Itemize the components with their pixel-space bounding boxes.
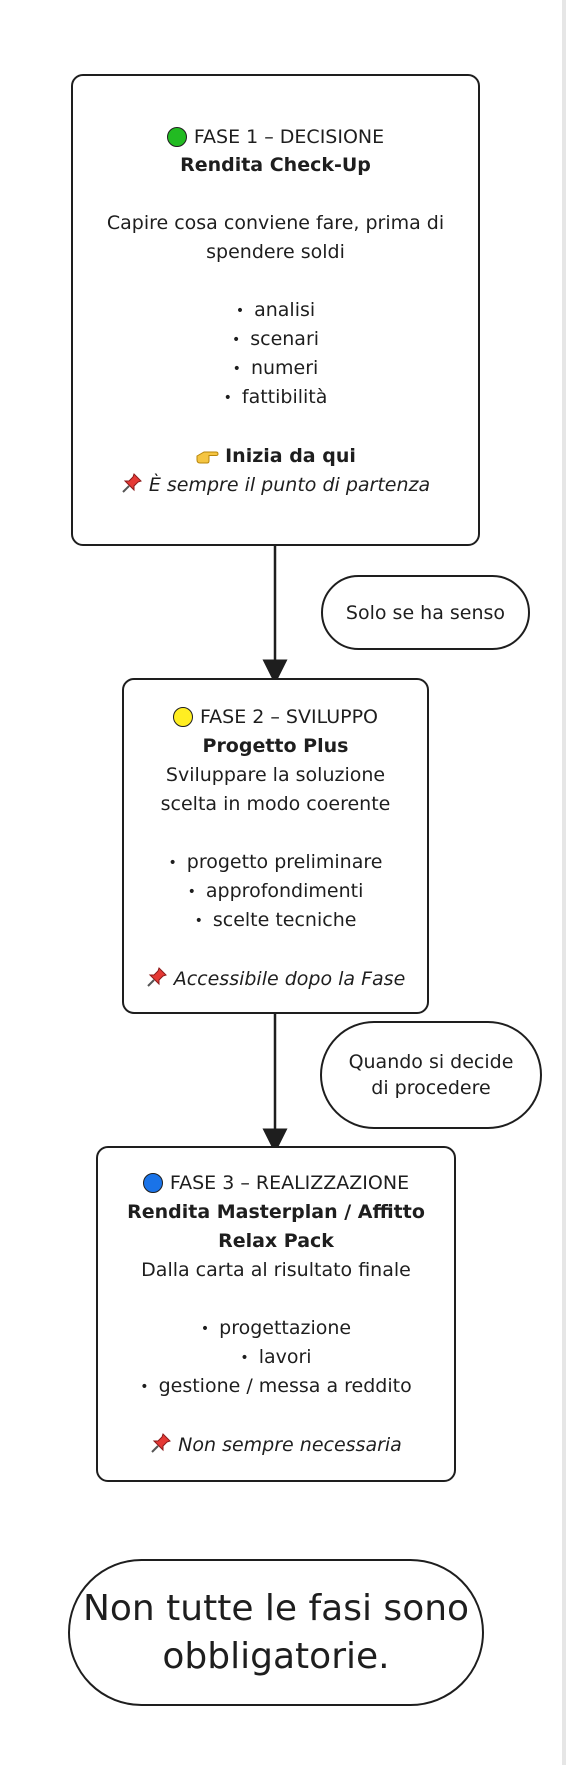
phase2-title: Progetto Plus xyxy=(202,735,349,757)
phase1-bullet: •analisi xyxy=(235,299,316,321)
phase3-title: Relax Pack xyxy=(218,1230,334,1252)
phase3-bullet: •lavori xyxy=(240,1346,312,1368)
footer-note: Non tutte le fasi sono obbligatorie. xyxy=(68,1559,484,1706)
phase2-note: Accessibile dopo la Fase xyxy=(124,966,427,995)
phase3-desc-line: Dalla carta al risultato finale xyxy=(141,1259,411,1281)
phase1-box: FASE 1 – DECISIONE Rendita Check-Up Capi… xyxy=(71,74,480,546)
phase1-bullet: •scenari xyxy=(231,328,320,350)
green-circle-icon xyxy=(166,127,187,147)
yellow-circle-icon xyxy=(172,707,193,727)
phase1-heading: FASE 1 – DECISIONE xyxy=(73,124,478,150)
phase3-box: FASE 3 – REALIZZAZIONE Rendita Masterpla… xyxy=(96,1146,456,1482)
phase2-bullet: •progetto preliminare xyxy=(168,851,383,873)
phase3-bullet: •gestione / messa a reddito xyxy=(140,1375,412,1397)
phase1-title: Rendita Check-Up xyxy=(180,154,371,176)
blue-circle-icon xyxy=(142,1173,163,1193)
phase3-bullet: •progettazione xyxy=(200,1317,352,1339)
phase3-note: Non sempre necessaria xyxy=(98,1432,454,1461)
scrollbar-track xyxy=(562,0,566,1765)
phase3-title: Rendita Masterplan / Affitto xyxy=(127,1201,425,1223)
pushpin-icon xyxy=(121,472,143,501)
connector2-label: Quando si decide di procedere xyxy=(320,1021,542,1129)
phase1-note: È sempre il punto di partenza xyxy=(73,472,478,501)
phase2-box: FASE 2 – SVILUPPO Progetto Plus Sviluppa… xyxy=(122,678,429,1014)
phase3-heading: FASE 3 – REALIZZAZIONE xyxy=(98,1170,454,1196)
phase1-bullet: •numeri xyxy=(232,357,319,379)
connector1-label: Solo se ha senso xyxy=(321,575,530,650)
pointing-hand-icon xyxy=(195,446,219,472)
pushpin-icon xyxy=(146,966,168,995)
phase1-desc-line: Capire cosa conviene fare, prima di xyxy=(106,212,445,234)
phase2-desc-line: Sviluppare la soluzione xyxy=(165,764,386,786)
phase1-desc-line: spendere soldi xyxy=(206,241,345,263)
phase2-bullet: •scelte tecniche xyxy=(194,909,357,931)
phase2-bullet: •approfondimenti xyxy=(187,880,364,902)
phase1-bullet: •fattibilità xyxy=(223,386,328,408)
phase2-heading: FASE 2 – SVILUPPO xyxy=(124,704,427,730)
pushpin-icon xyxy=(150,1432,172,1461)
phase1-cta: Inizia da qui xyxy=(73,443,478,472)
phase2-desc-line: scelta in modo coerente xyxy=(160,793,391,815)
